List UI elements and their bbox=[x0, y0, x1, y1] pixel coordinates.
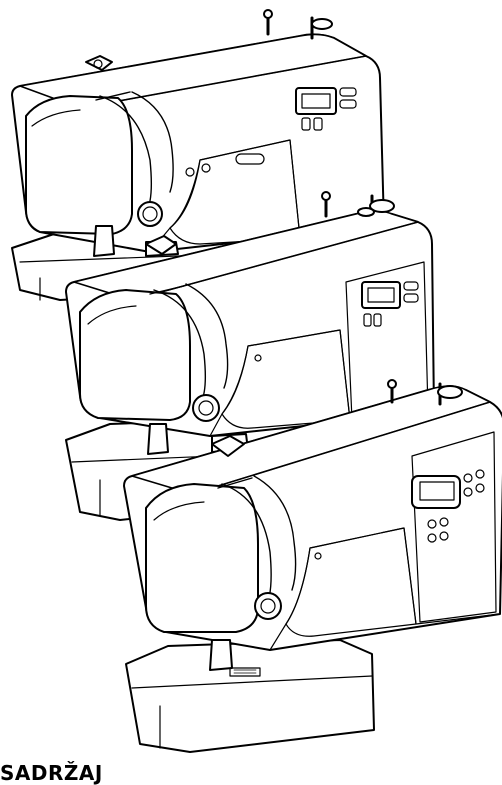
sewing-machine-bottom bbox=[124, 380, 502, 752]
section-heading: SADRŽAJ bbox=[0, 761, 103, 785]
sewing-machine-middle bbox=[66, 192, 434, 520]
sewing-machine-top bbox=[12, 10, 384, 300]
